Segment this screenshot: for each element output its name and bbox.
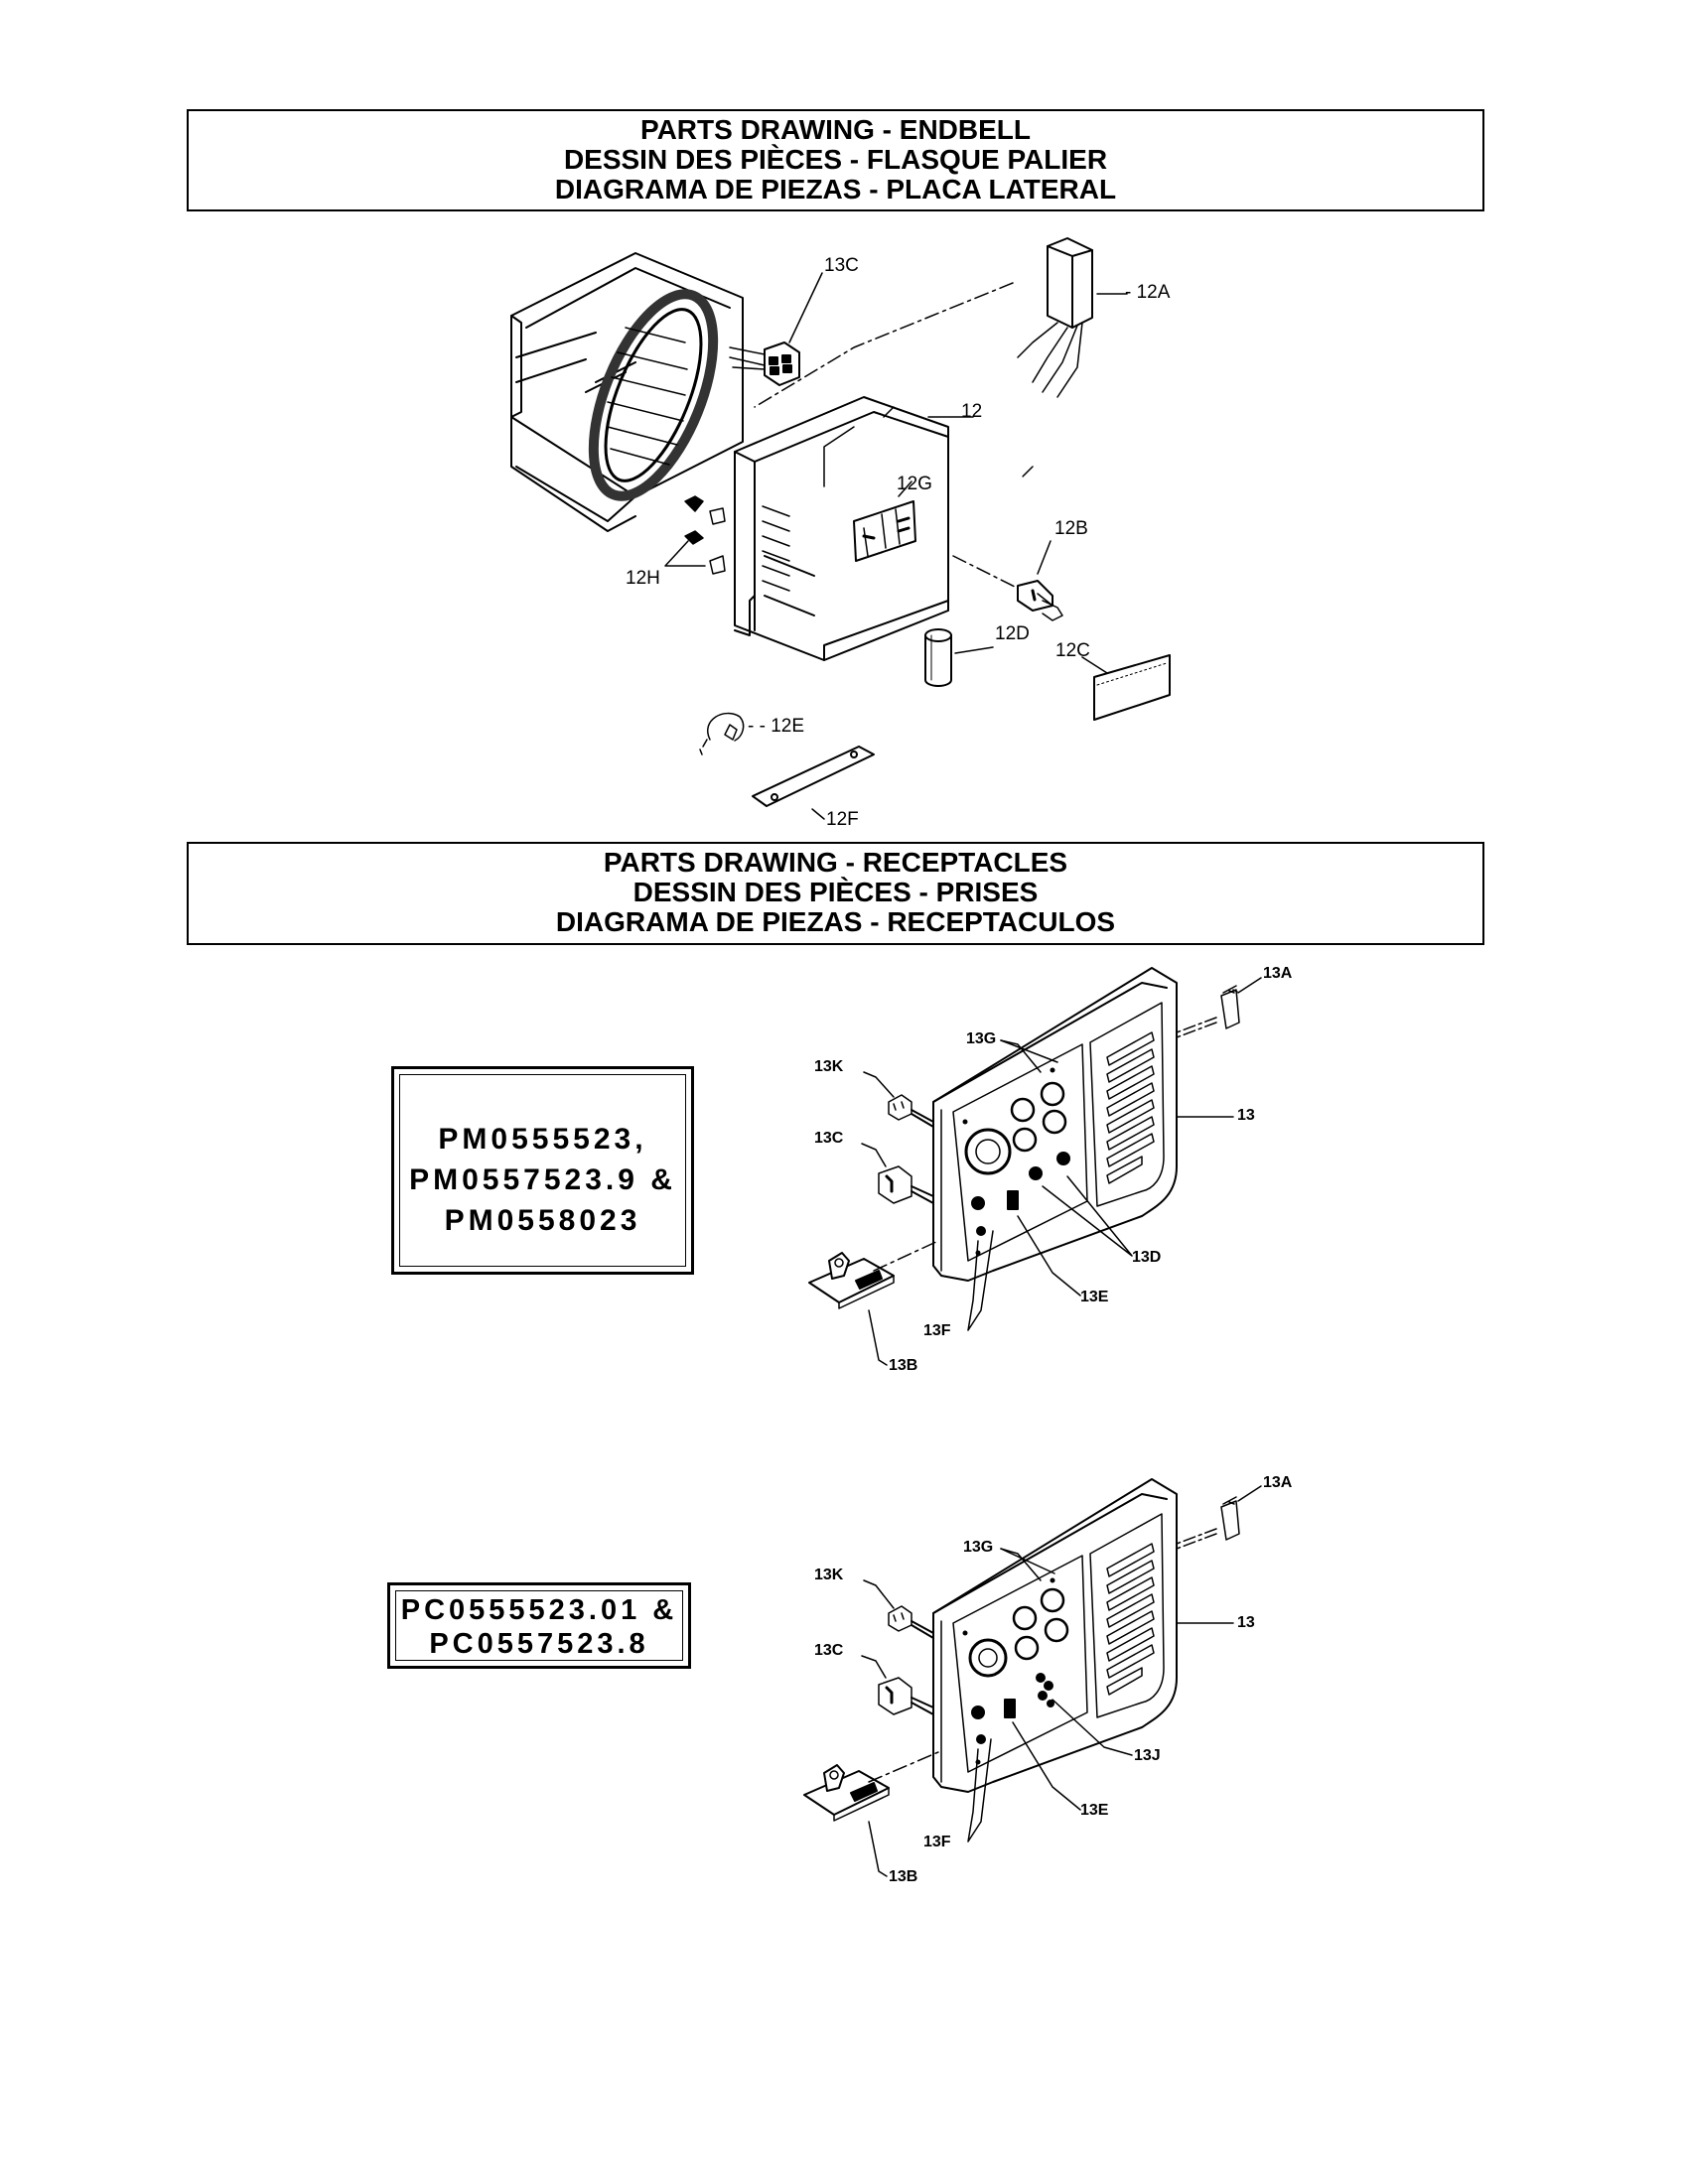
model-number: PC0555523.01 &: [400, 1594, 678, 1626]
endbell-title-en: PARTS DRAWING - ENDBELL: [639, 114, 1032, 145]
callout-13C: 13C: [824, 255, 859, 276]
receptacles-title-en: PARTS DRAWING - RECEPTACLES: [603, 847, 1068, 878]
leader-line: [1037, 540, 1052, 575]
connector-13K: [888, 1605, 934, 1639]
callout-13B: 13B: [889, 1357, 918, 1374]
endbell-title-box: PARTS DRAWING - ENDBELL DESSIN DES PIÈCE…: [187, 109, 1484, 211]
model-box-variant-2: PC0555523.01 & PC0557523.8: [387, 1582, 691, 1669]
coil-wires: [729, 346, 771, 370]
model-number: PM0555523,: [438, 1123, 647, 1156]
stator-housing: [510, 252, 744, 532]
callout-13B: 13B: [889, 1868, 918, 1885]
fasteners-12H: [684, 495, 726, 575]
label-plate-12C: [1093, 654, 1171, 721]
callout-13C: 13C: [814, 1642, 844, 1659]
callout-12G: 12G: [897, 474, 932, 494]
callout-13F: 13F: [923, 1322, 951, 1339]
callout-13F: 13F: [923, 1834, 951, 1850]
strap-plate-12F: [752, 746, 875, 807]
brush-holder-12A: [1017, 237, 1093, 398]
callout-12E: - - 12E: [748, 716, 805, 737]
grounding-13F: [971, 1706, 986, 1744]
receptacles-title-fr: DESSIN DES PIÈCES - PRISES: [632, 877, 1039, 907]
callout-13J: 13J: [1134, 1747, 1161, 1764]
capacitor-12D: [924, 628, 952, 687]
connector-13C: [764, 341, 800, 386]
receptacles-title-es: DIAGRAMA DE PIEZAS - RECEPTACULOS: [555, 906, 1116, 937]
callout-12A: - 12A: [1125, 282, 1171, 303]
callout-12C: 12C: [1055, 640, 1090, 661]
switch-13E: [1004, 1699, 1016, 1718]
callout-13A: 13A: [1263, 965, 1293, 982]
callout-13D: 13D: [1132, 1249, 1162, 1266]
part-12B: [1017, 580, 1063, 621]
circuit-board-13B: [808, 1252, 895, 1309]
switch-13E: [1007, 1190, 1019, 1210]
model-box-inner-border: [395, 1590, 683, 1661]
receptacle-panel-1: [808, 967, 1262, 1366]
leader-line: [954, 646, 994, 654]
leader-line: [1237, 1485, 1262, 1502]
receptacles-title-box: PARTS DRAWING - RECEPTACLES DESSIN DES P…: [187, 842, 1484, 945]
callout-13E: 13E: [1080, 1802, 1109, 1819]
clip-12E: [699, 712, 745, 755]
model-box-inner-border: [399, 1074, 686, 1267]
callout-13: 13: [1237, 1107, 1255, 1124]
duplex-receptacles: [1010, 1081, 1067, 1153]
stator-coil: [588, 289, 719, 501]
model-number: PM0558023: [444, 1204, 641, 1237]
callout-12H: 12H: [626, 568, 660, 589]
callout-13: 13: [1237, 1614, 1255, 1631]
endbell-title-fr: DESSIN DES PIÈCES - FLASQUE PALIER: [563, 144, 1108, 175]
model-number: PC0557523.8: [429, 1628, 649, 1660]
callout-13G: 13G: [966, 1030, 997, 1047]
leader-line: [1081, 656, 1108, 674]
leader-line: [1237, 977, 1262, 994]
callout-13E: 13E: [1080, 1289, 1109, 1305]
circuit-board-13B: [803, 1764, 890, 1822]
endbell-assembly-drawing: [510, 237, 1171, 820]
leader-line: [788, 272, 823, 343]
endbell-title-es: DIAGRAMA DE PIEZAS - PLACA LATERAL: [554, 174, 1117, 205]
callout-12D: 12D: [995, 623, 1030, 644]
breakers-13J: [1036, 1673, 1054, 1707]
callout-12: 12: [961, 401, 983, 422]
callout-12B: 12B: [1054, 518, 1088, 539]
receptacle-large-twistlock: [968, 1638, 1008, 1678]
callout-12F: 12F: [826, 809, 859, 830]
model-box-variant-1: PM0555523, PM0557523.9 & PM0558023: [391, 1066, 694, 1275]
model-number: PM0557523.9 &: [409, 1163, 676, 1196]
callout-13K: 13K: [814, 1058, 844, 1075]
receptacle-panel-2: [803, 1478, 1262, 1877]
endbell-12: [734, 396, 949, 661]
grounding-13F: [971, 1196, 986, 1236]
callout-13G: 13G: [963, 1539, 994, 1556]
callout-13A: 13A: [1263, 1474, 1293, 1491]
connector-13K: [888, 1094, 934, 1128]
callout-13C: 13C: [814, 1130, 844, 1147]
callout-13K: 13K: [814, 1567, 844, 1583]
leader-line: [898, 480, 912, 497]
connector-13A: [1176, 1496, 1240, 1550]
connector-13A: [1176, 985, 1240, 1038]
receptacle-large-twistlock: [964, 1128, 1012, 1175]
breakers-13D: [1029, 1152, 1070, 1180]
leader-line: [811, 808, 825, 820]
duplex-receptacles: [1012, 1587, 1069, 1661]
connector-13C: [878, 1165, 934, 1204]
connector-13C: [878, 1677, 934, 1715]
